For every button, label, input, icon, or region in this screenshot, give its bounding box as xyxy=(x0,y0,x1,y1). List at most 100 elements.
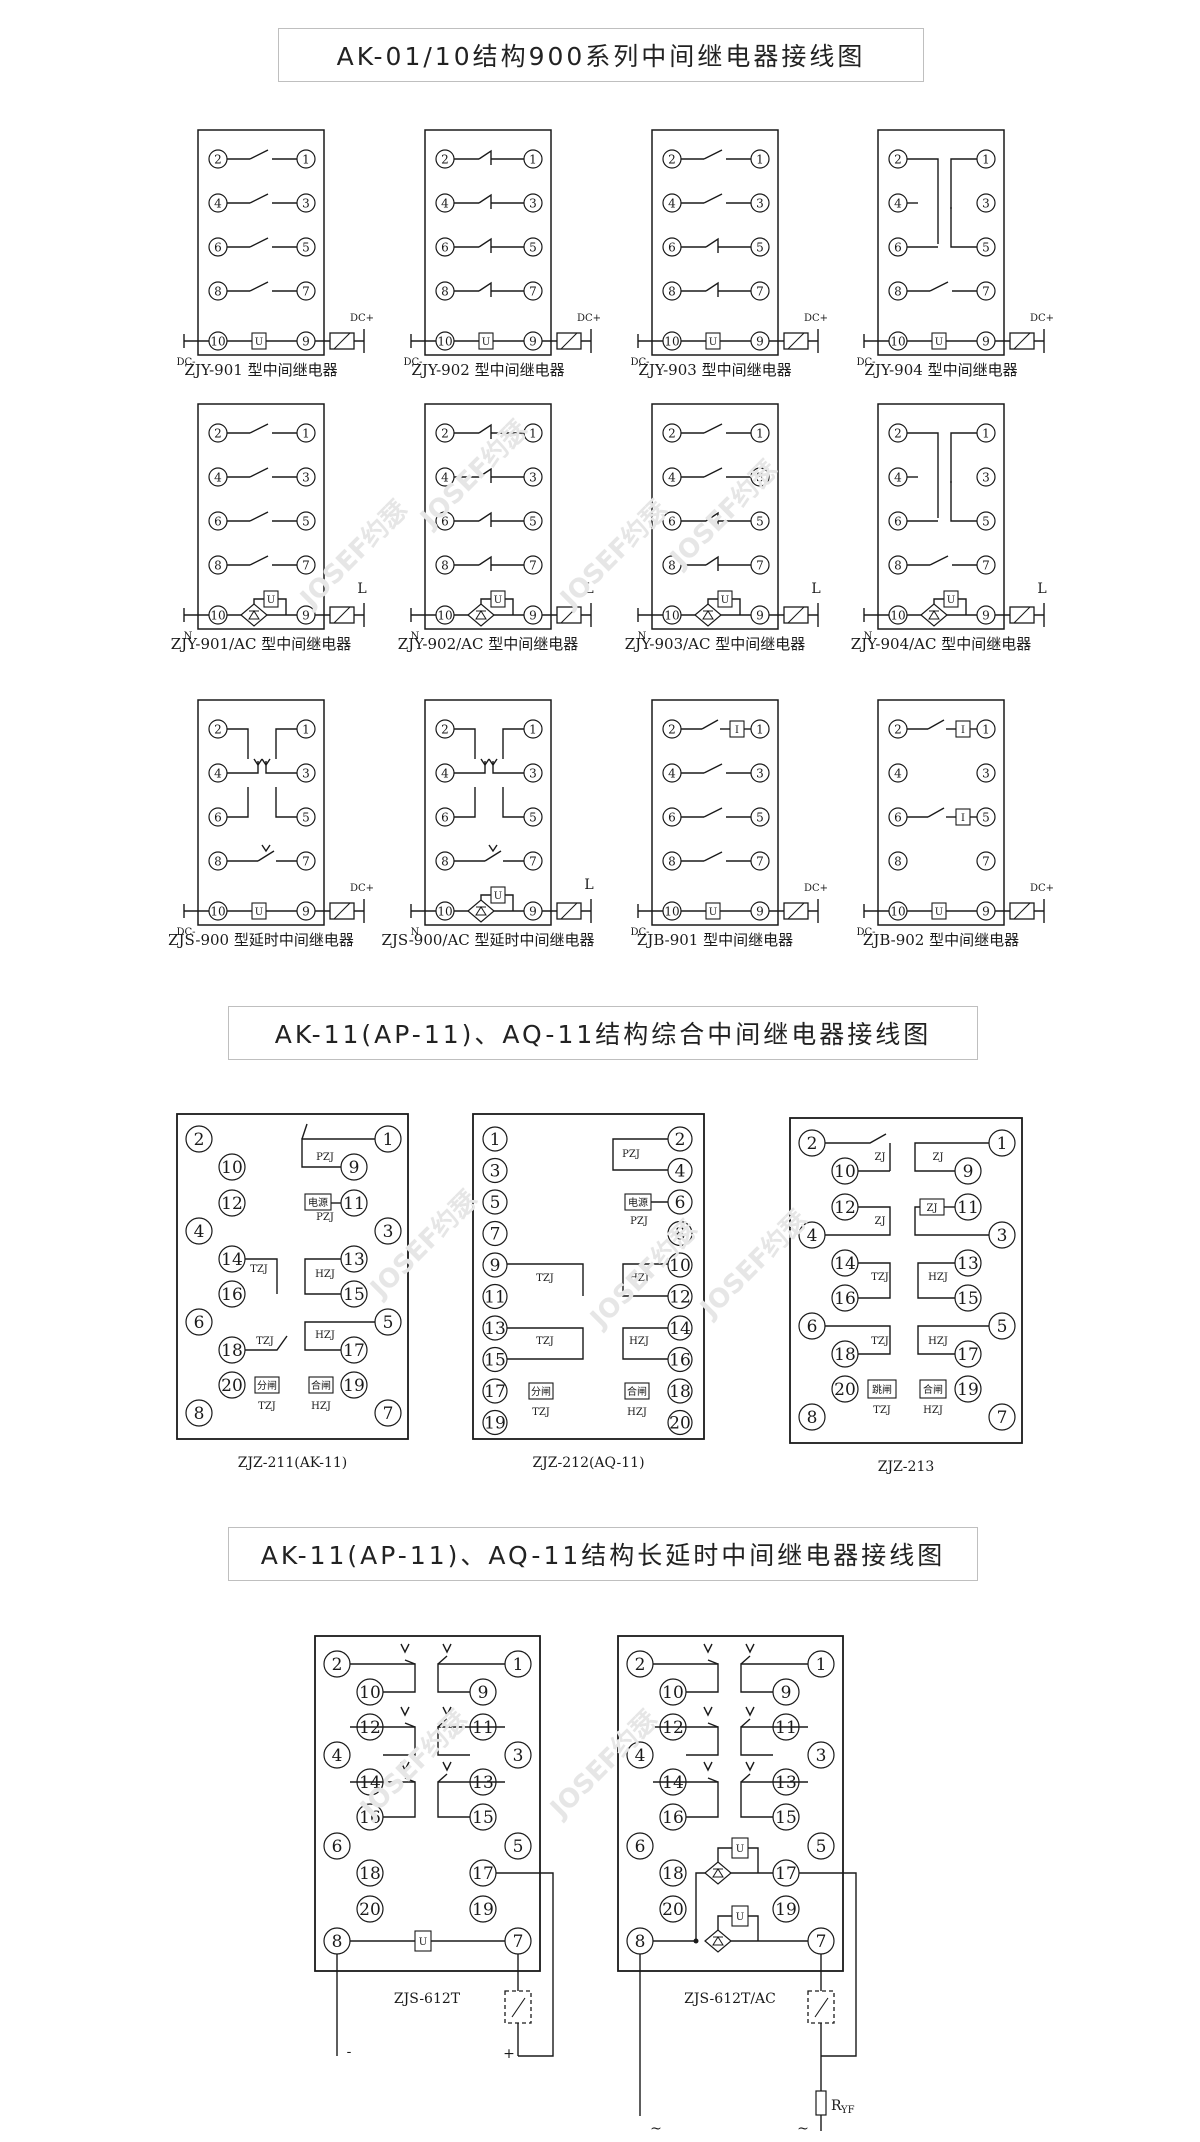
contact-blade xyxy=(484,850,502,862)
terminal-label: 5 xyxy=(529,241,537,255)
zj-label: ZJ xyxy=(875,1152,886,1163)
terminal-label: 5 xyxy=(302,811,310,825)
contact-wire xyxy=(825,1133,887,1144)
terminal-label: 4 xyxy=(894,471,902,485)
terminal-label: 7 xyxy=(513,1932,524,1952)
contact-blade xyxy=(703,851,723,862)
contact-wire xyxy=(507,1327,584,1360)
dc-minus-label: DC- xyxy=(856,927,875,938)
terminal-20 xyxy=(667,1409,693,1436)
close-box xyxy=(308,1376,334,1394)
terminal-label: 5 xyxy=(982,515,990,529)
terminal-label: 16 xyxy=(669,1351,691,1371)
terminal-label: 17 xyxy=(775,1864,797,1884)
dc-minus-label: DC- xyxy=(856,357,875,368)
terminal-label: 12 xyxy=(834,1198,856,1218)
terminal-label: 15 xyxy=(343,1285,365,1305)
wire xyxy=(717,1847,732,1862)
delay-mark xyxy=(745,1643,755,1654)
line-label: L xyxy=(811,581,820,597)
contact-blade xyxy=(478,423,492,439)
transfer-contact xyxy=(950,158,977,209)
delay-contact xyxy=(653,1663,719,1693)
switch-blade xyxy=(814,1997,829,2018)
terminal-label: 6 xyxy=(441,515,449,529)
box-label: ZJ xyxy=(927,1203,938,1214)
terminal-label: 3 xyxy=(982,471,990,485)
terminal-label: 8 xyxy=(635,1932,646,1952)
coil-diagonal xyxy=(787,606,805,624)
coil-diagonal xyxy=(560,902,578,920)
terminal-label: 2 xyxy=(675,1130,686,1150)
ryf-label: R xyxy=(831,2098,842,2114)
dc-minus-label: DC- xyxy=(176,357,195,368)
terminal-label: 19 xyxy=(472,1900,494,1920)
wire xyxy=(748,1915,759,1941)
terminal-label: 3 xyxy=(513,1746,524,1766)
delay-mark xyxy=(703,1643,713,1654)
contact-wire xyxy=(304,1258,341,1295)
terminal-label: 9 xyxy=(982,905,990,919)
contact-blade xyxy=(703,423,723,434)
module-caption: ZJB-902 型中间继电器 xyxy=(863,931,1019,949)
section2-title: AK-11(AP-11)、AQ-11结构综合中间继电器接线图 xyxy=(228,1006,978,1060)
contact-wire xyxy=(245,1258,278,1294)
contact-blade xyxy=(437,1718,448,1728)
delay-contact xyxy=(502,728,524,759)
terminal-label: 10 xyxy=(210,905,225,919)
delay-contact xyxy=(275,787,297,818)
neutral-label: N xyxy=(184,631,193,642)
terminal-label: 5 xyxy=(756,811,764,825)
contact-blade xyxy=(703,467,723,478)
box-label: I xyxy=(735,725,739,736)
terminal-label: 20 xyxy=(834,1380,856,1400)
terminal-label: 4 xyxy=(441,471,449,485)
zjs612-module-frame xyxy=(617,1635,844,1972)
terminal-label: 8 xyxy=(332,1932,343,1952)
terminal-label: 6 xyxy=(214,241,222,255)
contact-blade xyxy=(927,807,945,818)
terminal-label: 5 xyxy=(302,515,310,529)
terminal-label: 2 xyxy=(214,427,222,441)
delay-contact xyxy=(350,1726,416,1756)
coil-diagonal xyxy=(787,332,805,350)
terminal-3 xyxy=(482,1157,508,1184)
module-caption: ZJZ-212(AQ-11) xyxy=(532,1455,644,1471)
terminal-label: 19 xyxy=(775,1900,797,1920)
box-label: I xyxy=(961,813,965,824)
switch-blade xyxy=(511,1997,526,2018)
hzj-label: HZJ xyxy=(627,1407,647,1418)
contact-blade xyxy=(703,193,723,204)
terminal-label: 15 xyxy=(484,1351,506,1371)
delay-mark xyxy=(442,1643,452,1654)
terminal-label: 3 xyxy=(982,197,990,211)
tzj-label: TZJ xyxy=(256,1336,274,1347)
box-label: 合闸 xyxy=(923,1383,943,1396)
contact-wire xyxy=(858,1262,891,1299)
terminal-label: 2 xyxy=(441,723,449,737)
contact-blade xyxy=(404,1777,416,1783)
delay-mark xyxy=(488,844,498,853)
box-label: 电源 xyxy=(628,1196,648,1209)
terminal-label: 9 xyxy=(478,1683,489,1703)
terminal-label: 18 xyxy=(834,1345,856,1365)
wire xyxy=(505,894,514,911)
split-box xyxy=(254,1376,280,1394)
terminal-label: 2 xyxy=(894,723,902,737)
terminal-label: 2 xyxy=(894,427,902,441)
ryf-sub-label: YF xyxy=(840,2105,855,2116)
pzj-label: PZJ xyxy=(316,1212,334,1223)
zjs612-module-frame xyxy=(314,1635,541,1972)
pzj-label: PZJ xyxy=(316,1152,334,1163)
terminal-label: 5 xyxy=(756,515,764,529)
terminal-4 xyxy=(323,1741,351,1769)
terminal-label: 1 xyxy=(982,427,990,441)
contact-blade xyxy=(703,807,723,818)
terminal-19 xyxy=(469,1895,497,1923)
contact-blade xyxy=(249,237,269,248)
terminal-20 xyxy=(356,1895,384,1923)
contact-wire xyxy=(917,1325,989,1355)
terminal-label: 8 xyxy=(441,285,449,299)
terminal-label: 4 xyxy=(441,197,449,211)
terminal-label: 8 xyxy=(894,285,902,299)
